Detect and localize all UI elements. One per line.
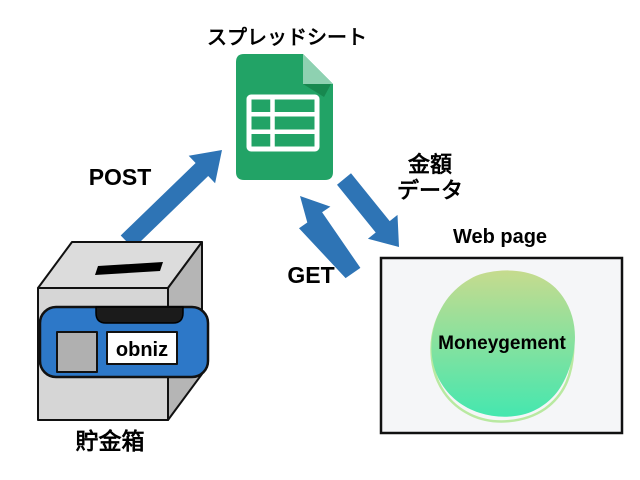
piggy-bank-label: 貯金箱 — [76, 428, 145, 454]
amount-data-label-line1: 金額 — [407, 152, 452, 177]
get-label: GET — [287, 262, 334, 288]
sheets-fold — [303, 54, 333, 84]
post-arrow-icon — [120, 150, 222, 249]
obniz-connector — [56, 331, 98, 373]
amount-data-label: 金額 データ — [397, 152, 463, 203]
web-page-frame: Moneygement — [379, 256, 624, 435]
spreadsheet-label: スプレッドシート — [207, 26, 367, 49]
amount-data-label-line2: データ — [397, 178, 463, 203]
moneygement-label: Moneygement — [438, 333, 566, 354]
amount-data-arrow-icon — [337, 173, 399, 247]
obniz-label: obniz — [116, 339, 168, 361]
piggy-bank-box-icon: obniz — [37, 241, 210, 421]
sheets-fold-shadow — [303, 84, 331, 97]
get-arrow-icon — [299, 196, 361, 279]
blob-fill — [431, 270, 575, 417]
google-sheets-icon — [236, 54, 333, 180]
sheets-grid — [246, 94, 320, 152]
web-page-label: Web page — [453, 226, 547, 248]
moneygement-blob-icon — [430, 270, 575, 423]
coin-slot — [95, 262, 163, 275]
post-label: POST — [89, 164, 152, 190]
obniz-display — [95, 306, 184, 324]
obniz-label-plate — [106, 331, 178, 365]
